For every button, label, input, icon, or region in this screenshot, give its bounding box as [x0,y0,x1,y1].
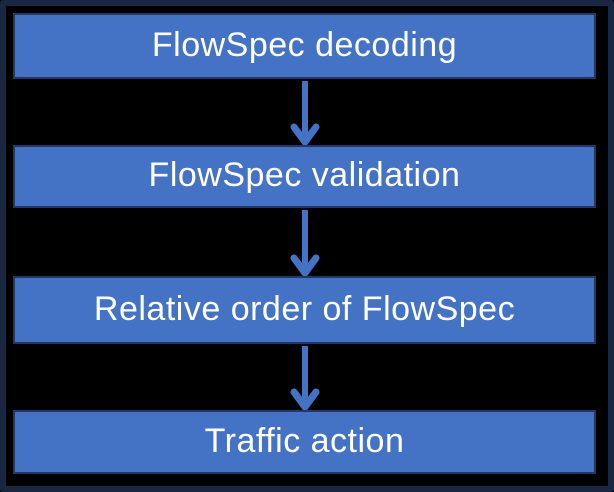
flow-node-label: Traffic action [204,421,405,460]
flow-node-validation: FlowSpec validation [13,145,596,208]
flow-node-label: Relative order of FlowSpec [93,289,516,328]
flow-node-label: FlowSpec validation [148,156,461,194]
flow-node-order: Relative order of FlowSpec [13,276,596,344]
down-arrow-icon [290,81,320,146]
down-arrow-icon [290,346,320,411]
flow-node-action: Traffic action [13,410,596,474]
flow-node-decoding: FlowSpec decoding [13,13,596,79]
down-arrow-icon [290,210,320,277]
flow-node-label: FlowSpec decoding [151,25,458,64]
